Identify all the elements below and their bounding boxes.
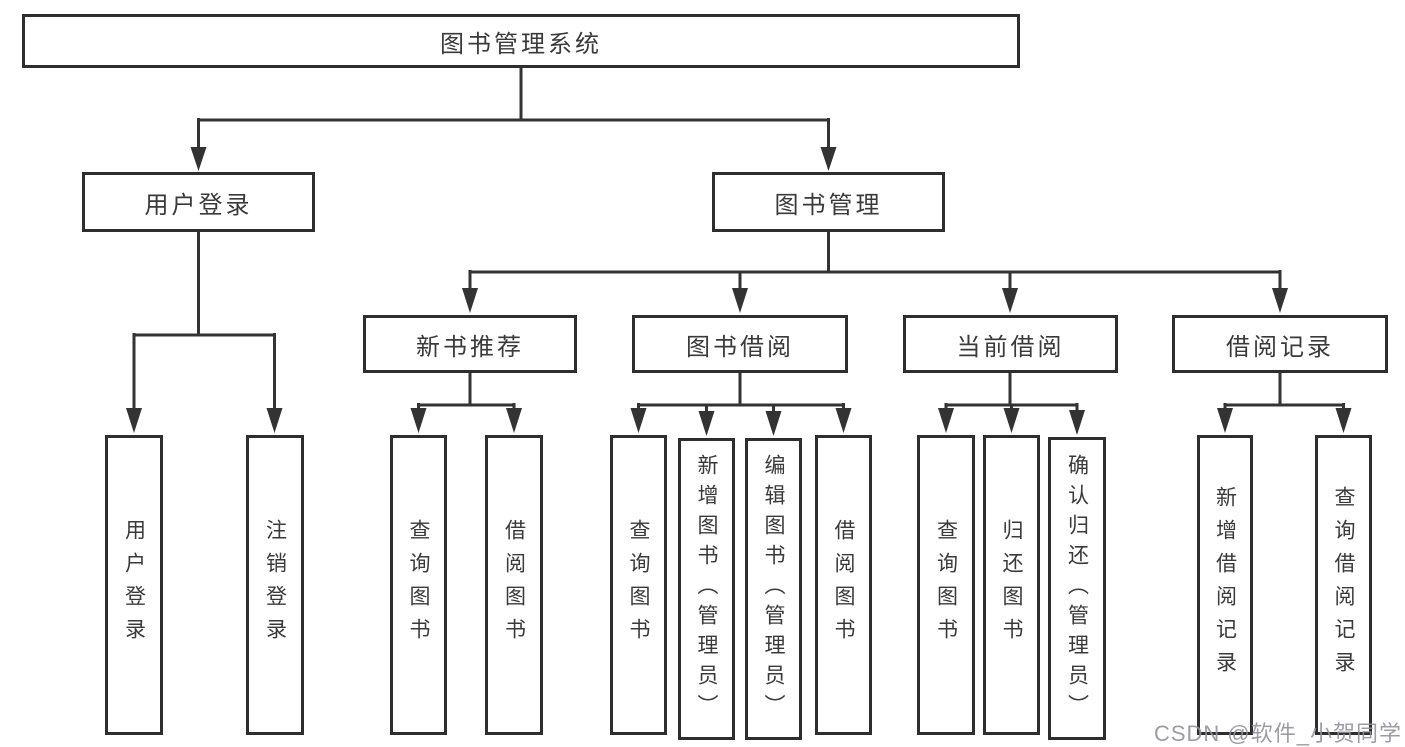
node-login-group: 用户登录 <box>82 172 315 232</box>
arrowhead <box>820 147 837 171</box>
node-book-management-label: 图书管理 <box>774 191 883 219</box>
arrowhead <box>1003 408 1020 433</box>
node-book-borrow-label: 图书借阅 <box>686 333 794 361</box>
node-borrow-records-label: 借阅记录 <box>1226 333 1334 361</box>
node-logout: 注销登录 <box>246 435 304 735</box>
node-bb-query-books-label: 查询图书 <box>627 519 650 651</box>
node-user-login-label: 用户登录 <box>122 519 146 651</box>
node-bb-add-books: 新增图书（管理员） <box>678 438 735 740</box>
node-login-group-label: 用户登录 <box>144 191 253 219</box>
arrowhead <box>698 411 715 436</box>
node-library-system-label: 图书管理系统 <box>440 30 602 58</box>
node-book-borrow: 图书借阅 <box>632 315 848 373</box>
node-bb-borrow-books-label: 借阅图书 <box>832 519 855 651</box>
node-cb-confirm-return: 确认归还（管理员） <box>1048 437 1106 740</box>
arrowhead <box>462 288 478 313</box>
arrowhead <box>1069 410 1085 435</box>
node-book-management: 图书管理 <box>712 172 945 232</box>
arrowhead <box>630 408 647 433</box>
node-current-borrow: 当前借阅 <box>903 315 1118 373</box>
arrowhead <box>835 408 852 433</box>
arrowhead <box>732 288 748 313</box>
node-new-book-recommend-label: 新书推荐 <box>416 333 524 361</box>
arrowhead <box>126 408 142 433</box>
arrowhead <box>765 411 782 436</box>
node-new-book-recommend: 新书推荐 <box>363 315 577 373</box>
node-cb-query-books-label: 查询图书 <box>934 519 958 651</box>
node-logout-label: 注销登录 <box>263 519 287 651</box>
node-bb-query-books: 查询图书 <box>610 435 667 735</box>
connector-book-borrow <box>637 372 845 413</box>
node-library-system: 图书管理系统 <box>22 14 1020 68</box>
node-br-query-record: 查询借阅记录 <box>1315 435 1372 735</box>
node-borrow-records: 借阅记录 <box>1172 315 1388 373</box>
arrowhead <box>410 408 427 433</box>
node-user-login: 用户登录 <box>105 435 163 735</box>
arrowhead <box>1002 288 1018 313</box>
node-br-add-record: 新增借阅记录 <box>1197 435 1253 735</box>
node-cb-query-books: 查询图书 <box>917 435 975 735</box>
connector-book-management <box>468 230 1282 290</box>
node-nb-borrow-books-label: 借阅图书 <box>502 519 526 651</box>
arrowhead <box>1335 408 1352 433</box>
connector-current-borrow <box>944 372 1079 412</box>
watermark-text: CSDN @软件_小贺同学 <box>1153 721 1402 746</box>
connector-borrow-records <box>1223 372 1345 410</box>
arrowhead <box>190 147 207 171</box>
node-bb-borrow-books: 借阅图书 <box>815 435 872 735</box>
connector-root <box>197 67 830 149</box>
arrowhead <box>938 408 954 433</box>
arrowhead <box>266 408 283 433</box>
arrowhead <box>506 408 522 433</box>
node-bb-edit-books: 编辑图书（管理员） <box>745 438 802 740</box>
node-nb-query-books-label: 查询图书 <box>407 519 430 651</box>
node-nb-query-books: 查询图书 <box>390 435 447 735</box>
node-bb-add-books-label: 新增图书（管理员） <box>695 454 718 724</box>
node-current-borrow-label: 当前借阅 <box>956 333 1065 361</box>
node-cb-return-books-label: 归还图书 <box>1000 519 1023 651</box>
node-bb-edit-books-label: 编辑图书（管理员） <box>762 454 785 724</box>
node-cb-return-books: 归还图书 <box>983 435 1040 735</box>
arrowhead <box>1272 288 1288 313</box>
node-cb-confirm-return-label: 确认归还（管理员） <box>1065 453 1089 724</box>
node-br-query-record-label: 查询借阅记录 <box>1332 486 1355 684</box>
connector-login-group <box>132 230 276 410</box>
connector-new-book <box>417 372 516 410</box>
node-br-add-record-label: 新增借阅记录 <box>1213 486 1237 684</box>
arrowhead <box>1217 408 1233 433</box>
node-nb-borrow-books: 借阅图书 <box>485 435 543 735</box>
